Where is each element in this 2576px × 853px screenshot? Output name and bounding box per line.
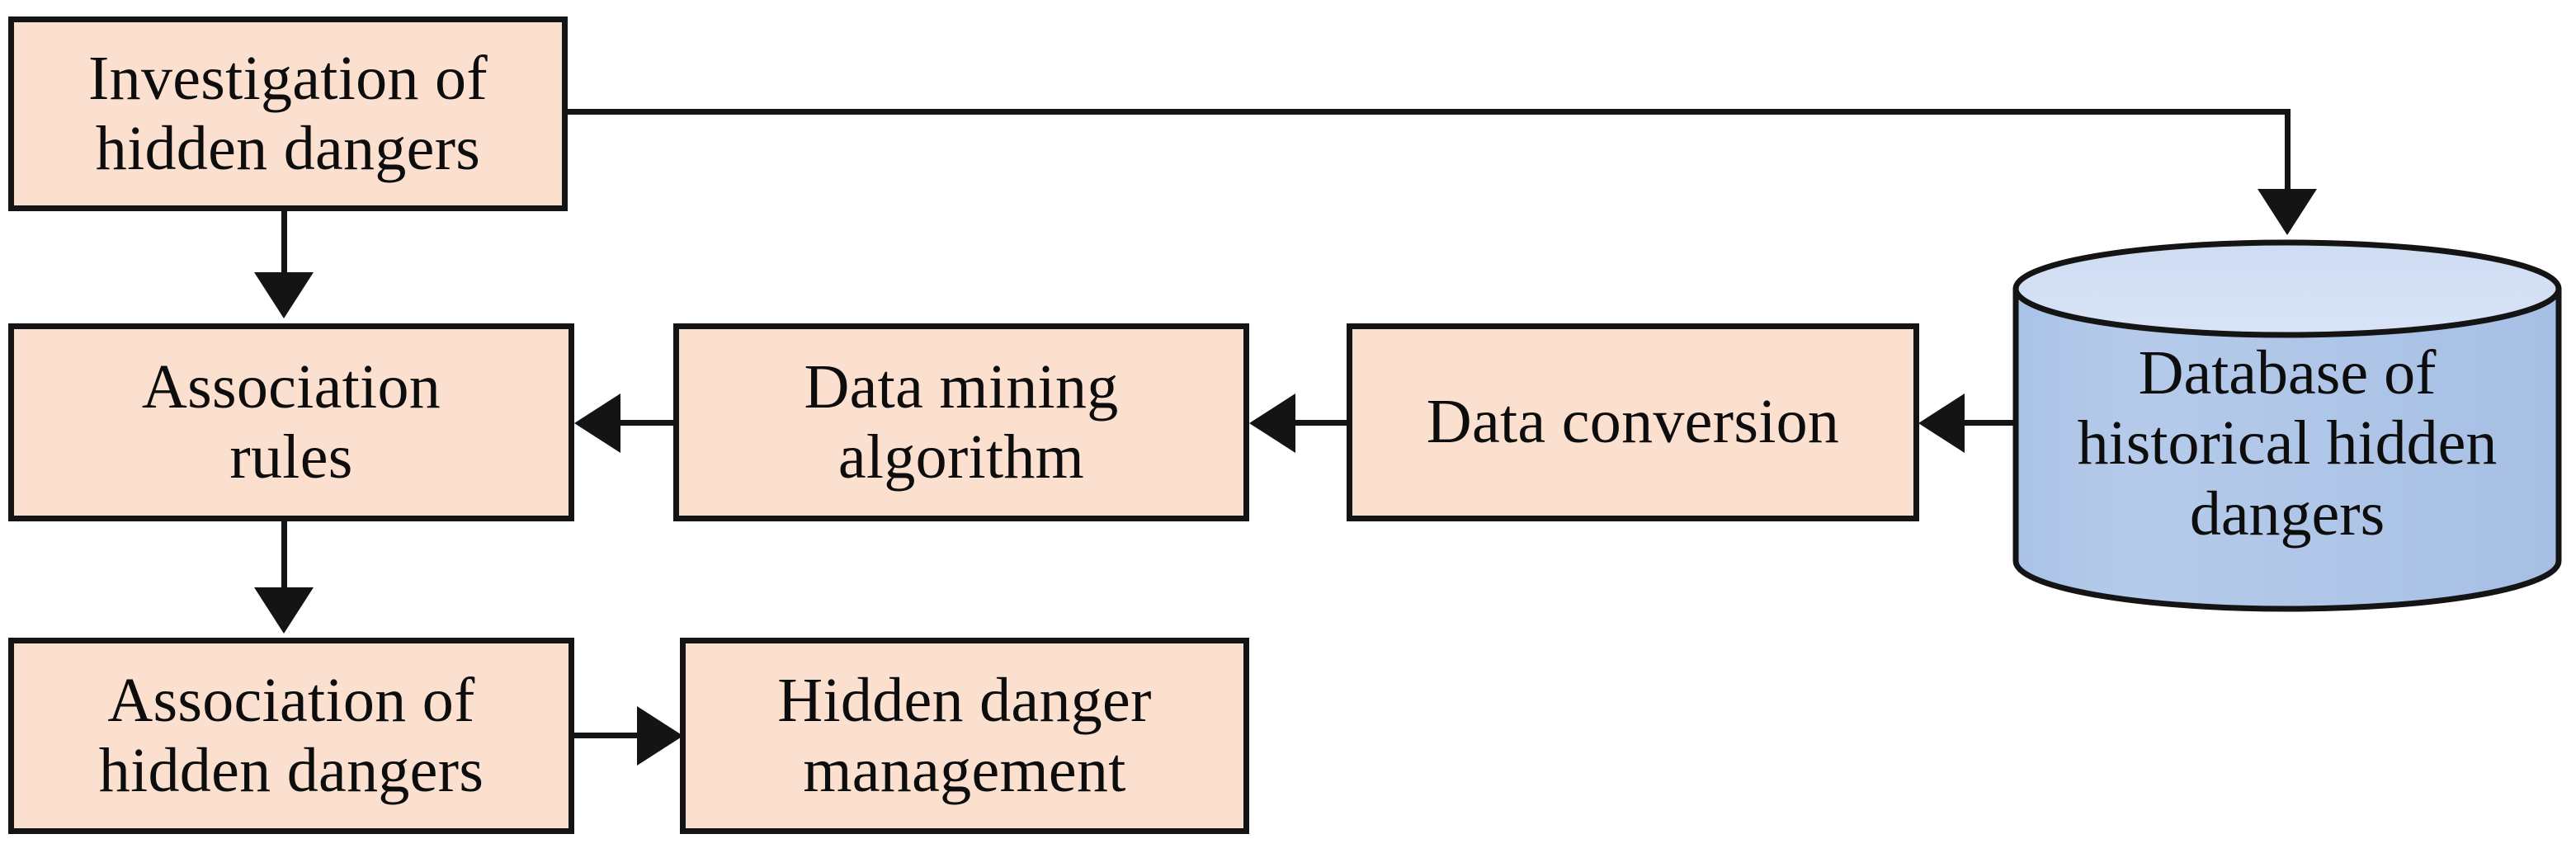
node-association-rules[interactable]: Association rules bbox=[8, 323, 574, 521]
node-data-mining-algorithm-line1: Data mining bbox=[804, 351, 1119, 422]
node-database-label: Database of historical hidden dangers bbox=[2012, 239, 2563, 610]
edge-investigation-to-association-rules-line bbox=[281, 210, 287, 276]
edge-data-conversion-to-data-mining-line bbox=[1295, 420, 1347, 426]
node-hidden-danger-management[interactable]: Hidden danger management bbox=[680, 638, 1249, 834]
node-hidden-danger-management-line2: management bbox=[803, 736, 1126, 805]
node-data-mining-algorithm[interactable]: Data mining algorithm bbox=[673, 323, 1249, 521]
edge-association-rules-to-association-of-hidden-dangers-line bbox=[281, 520, 287, 591]
arrowhead-investigation-to-database bbox=[2258, 189, 2317, 235]
edge-association-of-hidden-dangers-to-management-line bbox=[571, 733, 639, 738]
arrowhead-database-to-data-conversion bbox=[1918, 394, 1965, 453]
node-hidden-danger-management-label: Hidden danger management bbox=[769, 666, 1159, 806]
node-data-mining-algorithm-line2: algorithm bbox=[837, 422, 1085, 492]
node-investigation-label: Investigation of hidden dangers bbox=[80, 44, 496, 184]
node-database-historical-hidden-dangers[interactable]: Database of historical hidden dangers bbox=[2012, 239, 2563, 612]
edge-data-mining-to-association-rules-line bbox=[620, 420, 673, 426]
arrowhead-investigation-to-association-rules bbox=[254, 272, 314, 318]
arrowhead-data-mining-to-association-rules bbox=[574, 394, 620, 453]
node-data-conversion[interactable]: Data conversion bbox=[1347, 323, 1919, 521]
node-data-conversion-label: Data conversion bbox=[1418, 387, 1847, 457]
node-investigation-line2: hidden dangers bbox=[95, 114, 481, 183]
database-cylinder-shape bbox=[2012, 239, 2562, 612]
node-association-rules-label: Association rules bbox=[134, 352, 449, 492]
node-database-line2: historical hidden bbox=[2077, 408, 2498, 478]
node-association-of-hidden-dangers[interactable]: Association of hidden dangers bbox=[8, 638, 574, 834]
node-database-line3: dangers bbox=[2189, 478, 2385, 549]
node-association-of-hidden-dangers-line2: hidden dangers bbox=[98, 736, 484, 805]
edge-investigation-to-database-vertical bbox=[2285, 109, 2291, 191]
arrowhead-data-conversion-to-data-mining bbox=[1249, 394, 1295, 453]
node-association-rules-line1: Association bbox=[141, 351, 441, 422]
node-database-line1: Database of bbox=[2138, 338, 2437, 408]
node-association-rules-line2: rules bbox=[229, 422, 353, 492]
edge-investigation-to-database-horizontal bbox=[562, 109, 2291, 115]
arrowhead-association-rules-to-association-of-hidden-dangers bbox=[254, 587, 314, 634]
node-data-mining-algorithm-label: Data mining algorithm bbox=[795, 352, 1126, 492]
node-investigation-line1: Investigation of bbox=[88, 43, 488, 113]
node-investigation[interactable]: Investigation of hidden dangers bbox=[8, 16, 568, 211]
edge-database-to-data-conversion-line bbox=[1964, 420, 2013, 426]
node-hidden-danger-management-line1: Hidden danger bbox=[777, 665, 1152, 735]
arrowhead-association-of-hidden-dangers-to-management bbox=[637, 706, 683, 766]
node-association-of-hidden-dangers-label: Association of hidden dangers bbox=[91, 666, 492, 806]
node-association-of-hidden-dangers-line1: Association of bbox=[107, 665, 475, 735]
node-data-conversion-line1: Data conversion bbox=[1426, 387, 1840, 457]
